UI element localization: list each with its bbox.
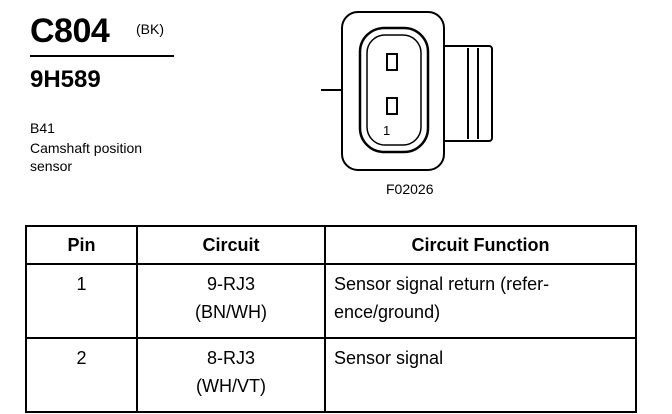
header-circuit-function: Circuit Function <box>324 225 637 265</box>
component-ref: B41 <box>30 120 55 136</box>
component-desc-line: Camshaft position <box>30 140 143 156</box>
header-pin: Pin <box>25 225 138 265</box>
connector-id: C804 <box>30 12 110 50</box>
function-cell: Sensor signal <box>324 337 637 413</box>
circuit-cell: 9-RJ3 (BN/WH) <box>136 263 326 339</box>
circuit-code: 8-RJ3 <box>206 348 255 368</box>
pin-cell: 1 <box>25 263 138 339</box>
circuit-code: 9-RJ3 <box>206 274 255 294</box>
pinout-table: Pin Circuit Circuit Function 1 9-RJ3 (BN… <box>25 225 637 413</box>
connector-face-inner <box>366 34 422 146</box>
table-row: 1 9-RJ3 (BN/WH) Sensor signal return (re… <box>25 263 637 339</box>
wire-color: (BN/WH) <box>195 301 267 322</box>
pin-1-label: 1 <box>383 123 390 138</box>
connector-color: (BK) <box>136 21 164 37</box>
connector-face <box>358 26 430 154</box>
circuit-cell: 8-RJ3 (WH/VT) <box>136 337 326 413</box>
function-line: ence/ground) <box>334 301 441 322</box>
function-line: Sensor signal return (refer- <box>334 274 550 294</box>
component-desc-line: sensor <box>30 158 73 175</box>
function-line: Sensor signal <box>334 348 444 368</box>
connector-diagram: 1 <box>321 11 493 171</box>
figure-code: F02026 <box>386 181 434 197</box>
function-cell: Sensor signal return (refer- ence/ground… <box>324 263 637 339</box>
wire-color: (WH/VT) <box>196 375 266 396</box>
pin-1-terminal <box>386 97 398 115</box>
pin-cell: 2 <box>25 337 138 413</box>
component-description: Camshaft position sensor <box>30 139 200 175</box>
table-header-row: Pin Circuit Circuit Function <box>25 225 637 265</box>
pin-2-terminal <box>386 53 398 71</box>
header-circuit: Circuit <box>136 225 326 265</box>
table-row: 2 8-RJ3 (WH/VT) Sensor signal <box>25 337 637 413</box>
title-rule <box>30 55 174 57</box>
part-number: 9H589 <box>30 66 101 93</box>
